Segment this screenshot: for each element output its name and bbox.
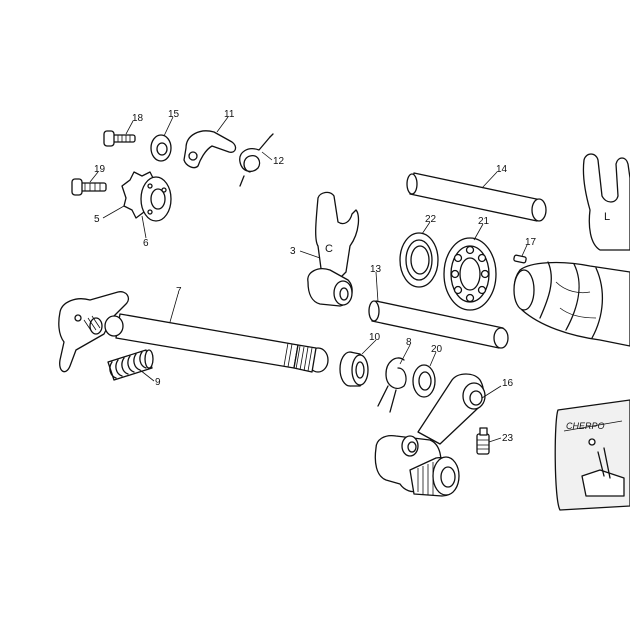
callout-14: 14 xyxy=(496,164,508,175)
part-16-shift-lever xyxy=(374,373,486,497)
callout-8: 8 xyxy=(406,337,412,348)
inset-detail-box: CHERPO xyxy=(554,399,630,511)
callout-15: 15 xyxy=(168,109,180,120)
part-7-shift-shaft xyxy=(115,313,329,373)
fork-mark-center: C xyxy=(325,243,333,255)
shift-drum xyxy=(513,261,630,347)
callout-22: 22 xyxy=(425,214,437,225)
callout-labels: 18 15 11 12 19 5 6 14 22 21 17 3 13 7 10… xyxy=(94,109,537,444)
callout-13: 13 xyxy=(370,264,382,275)
callout-19: 19 xyxy=(94,164,106,175)
part-15-washer xyxy=(150,134,172,162)
callout-10: 10 xyxy=(369,332,381,343)
callout-6: 6 xyxy=(143,238,149,249)
callout-3: 3 xyxy=(290,246,296,257)
part-8-clip-spring xyxy=(377,357,407,413)
part-18-bolt xyxy=(103,130,136,147)
part-7-arm-plate xyxy=(58,291,130,373)
part-3-shift-fork-center: C xyxy=(307,191,360,307)
callout-16: 16 xyxy=(502,378,514,389)
callout-20: 20 xyxy=(431,344,443,355)
callout-9: 9 xyxy=(155,377,161,388)
callout-17: 17 xyxy=(525,237,537,248)
part-19-bolt xyxy=(71,178,107,196)
part-9-coil-spring xyxy=(107,349,154,381)
part-5-star-cam xyxy=(121,171,172,222)
part-22-bearing-seal xyxy=(399,232,439,288)
part-23-screw xyxy=(476,427,490,455)
part-17-pin xyxy=(513,254,527,264)
callout-18: 18 xyxy=(132,113,144,124)
part-11-pawl xyxy=(183,130,237,169)
part-13-rod xyxy=(368,300,509,349)
callout-11: 11 xyxy=(224,109,235,120)
part-20-washer xyxy=(412,364,436,398)
part-right-shift-fork: L xyxy=(582,153,630,251)
callout-7: 7 xyxy=(176,286,182,297)
part-21-ball-bearing xyxy=(443,237,497,311)
callout-5: 5 xyxy=(94,214,100,225)
part-12-spring xyxy=(239,133,274,187)
callout-12: 12 xyxy=(273,156,285,167)
fork-mark-left: L xyxy=(604,211,610,223)
leader-lines xyxy=(89,116,528,443)
callout-21: 21 xyxy=(478,216,490,227)
callout-23: 23 xyxy=(502,433,514,444)
part-14-rod xyxy=(406,172,547,222)
inset-logo: CHERPO xyxy=(566,421,605,431)
part-10-bushing xyxy=(339,351,369,387)
